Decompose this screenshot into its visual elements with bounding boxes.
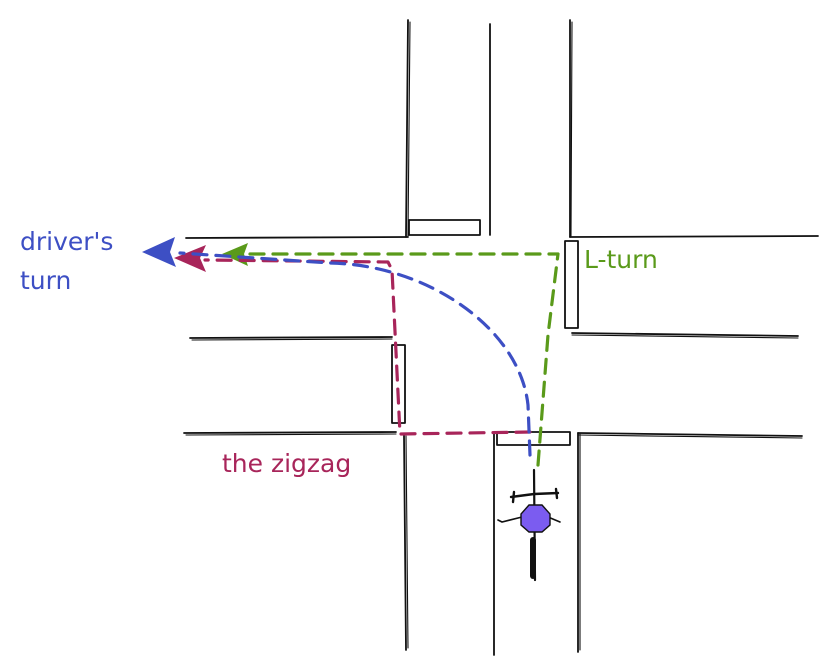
zigzag-label: the zigzag: [222, 449, 351, 478]
north-road-left-edge: [405, 19, 409, 238]
west-road-bottom-edge: [183, 431, 397, 434]
l-turn-dashed-line: [238, 252, 560, 467]
east-road-bottom-edge: [577, 432, 803, 437]
south-bike-box: [496, 431, 571, 446]
north-bike-box: [408, 219, 481, 236]
east-road-top-edge: [569, 235, 819, 238]
drivers-turn-path: [142, 237, 532, 457]
cyclist-head-marker: [520, 504, 551, 533]
south-road-left-edge: [403, 434, 407, 651]
zigzag-arrowhead: [174, 245, 206, 272]
west-road-top-edge: [185, 236, 409, 239]
zigzag-dashed-line: [203, 258, 532, 436]
drivers-turn-arrowhead: [142, 237, 176, 267]
labels: driver's turn L-turn the zigzag: [20, 227, 658, 478]
zigzag-path: [174, 245, 532, 436]
west-road-center-line: [189, 336, 393, 339]
east-bike-box: [564, 240, 579, 329]
drivers-turn-label-line1: driver's: [20, 227, 113, 256]
road-lines: [183, 19, 819, 656]
east-road-center-line: [571, 332, 799, 337]
drivers-turn-dashed-line: [178, 251, 532, 457]
drivers-turn-label-line2: turn: [20, 266, 71, 295]
l-turn-label: L-turn: [584, 245, 658, 274]
cyclist-icon: [497, 468, 561, 582]
